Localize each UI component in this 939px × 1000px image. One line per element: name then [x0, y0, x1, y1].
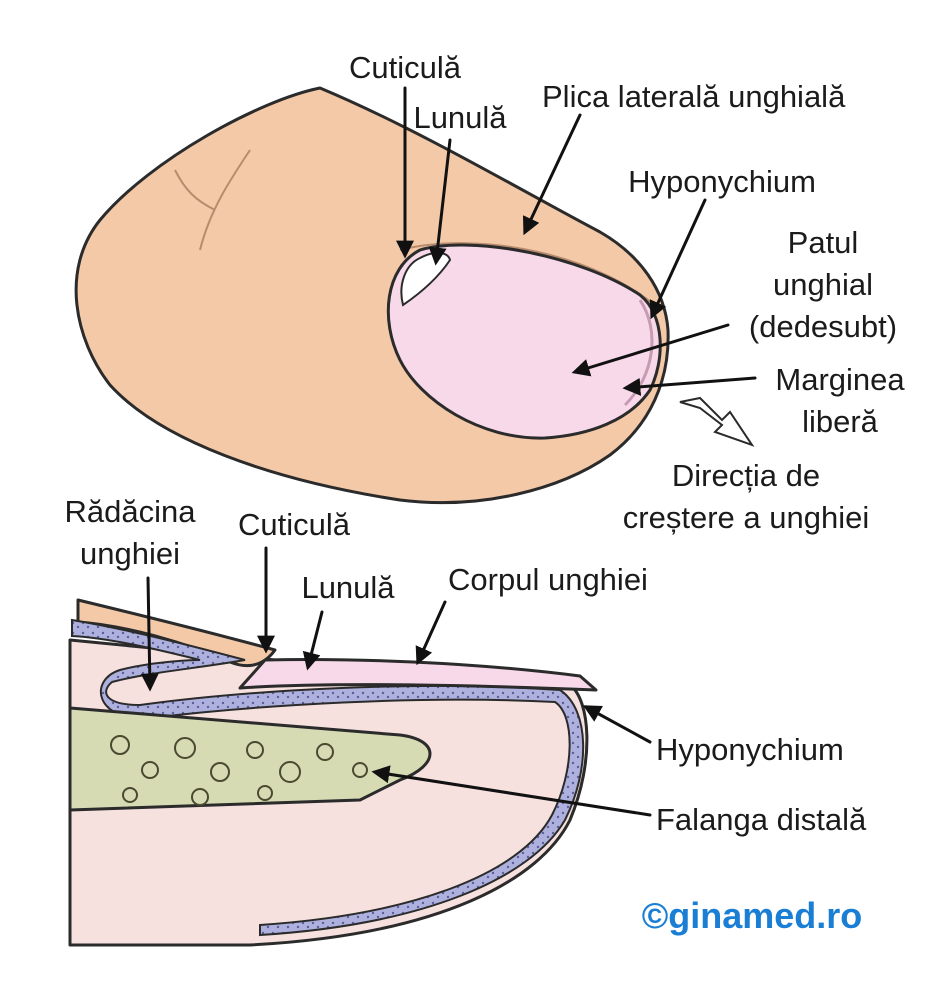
label-lunula-top: Lunulă [413, 100, 507, 135]
arrow-hyponychium-top [652, 200, 705, 316]
brand-watermark: ©ginamed.ro [642, 895, 863, 936]
label-body: Corpul unghiei [448, 562, 648, 597]
growth-direction-arrow [680, 398, 752, 445]
label-lateral-fold: Plica laterală unghială [542, 79, 846, 114]
label-cuticle-top: Cuticulă [349, 50, 462, 85]
label-growth-1: Direcția de [672, 458, 820, 493]
label-nail-bed-2: unghial [773, 267, 873, 302]
label-hyponychium-bottom: Hyponychium [656, 732, 844, 767]
arrow-hyponychium-bottom [586, 707, 650, 742]
arrow-root [148, 578, 150, 688]
label-cuticle-bottom: Cuticulă [238, 507, 351, 542]
label-free-edge-2: liberă [802, 404, 879, 439]
finger-top-view [76, 88, 752, 503]
label-free-edge-1: Marginea [775, 362, 905, 397]
label-root-1: Rădăcina [65, 494, 197, 529]
label-nail-bed-3: (dedesubt) [749, 309, 897, 344]
label-hyponychium-top: Hyponychium [628, 164, 816, 199]
label-phalanx: Falanga distală [656, 802, 867, 837]
nail-body [240, 660, 596, 690]
label-lunula-bottom: Lunulă [301, 570, 395, 605]
arrow-body [418, 602, 445, 662]
label-nail-bed-1: Patul [788, 225, 859, 260]
label-growth-2: creștere a unghiei [623, 500, 869, 535]
label-root-2: unghiei [80, 536, 180, 571]
